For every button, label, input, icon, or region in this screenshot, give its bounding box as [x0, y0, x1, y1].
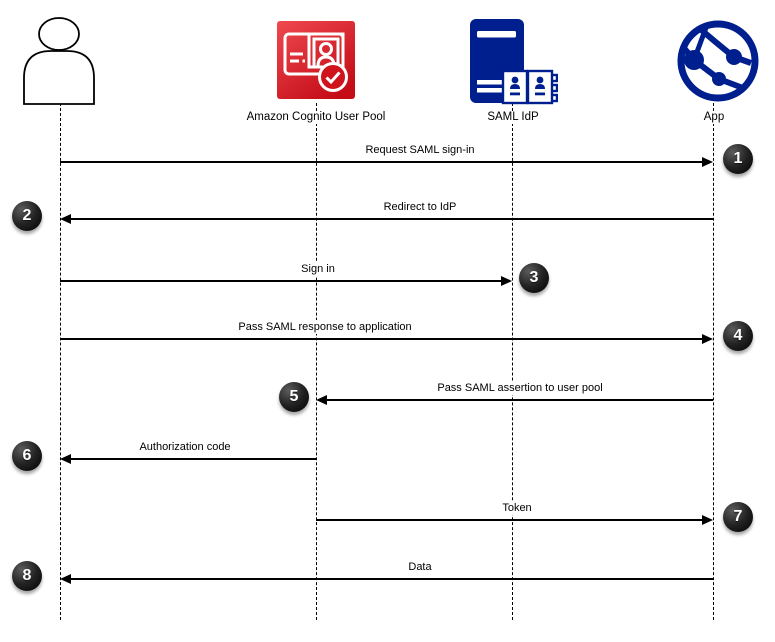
- arrowhead-4: [702, 334, 713, 344]
- lifeline-idp: [512, 103, 513, 620]
- message-line-6: [68, 458, 316, 460]
- lifeline-cognito: [316, 103, 317, 620]
- message-label-4: Pass SAML response to application: [235, 320, 415, 334]
- message-label-5: Pass SAML assertion to user pool: [434, 381, 606, 395]
- arrowhead-5: [316, 395, 327, 405]
- message-label-2: Redirect to IdP: [380, 200, 460, 214]
- actor-label-app: App: [701, 111, 727, 124]
- actor-cognito: [277, 21, 355, 104]
- message-line-4: [60, 338, 705, 340]
- message-line-5: [324, 399, 713, 401]
- message-line-8: [68, 578, 713, 580]
- actor-label-idp: SAML IdP: [485, 111, 541, 124]
- arrowhead-7: [702, 515, 713, 525]
- step-badge-1: 1: [723, 144, 753, 174]
- arrowhead-6: [60, 454, 71, 464]
- arrowhead-3: [501, 276, 512, 286]
- arrowhead-8: [60, 574, 71, 584]
- step-badge-8: 8: [12, 561, 42, 591]
- message-line-7: [316, 519, 705, 521]
- globe-app-icon: [677, 20, 759, 102]
- actor-idp: [468, 19, 559, 110]
- arrowhead-1: [702, 157, 713, 167]
- step-badge-3: 3: [519, 263, 549, 293]
- message-line-3: [60, 280, 504, 282]
- saml-idp-icon: [470, 19, 559, 105]
- message-label-8: Data: [405, 560, 435, 574]
- message-label-3: Sign in: [298, 262, 338, 276]
- actor-label-cognito: Amazon Cognito User Pool: [244, 111, 388, 124]
- lifeline-user: [60, 103, 61, 620]
- message-label-1: Request SAML sign-in: [362, 143, 478, 157]
- person-icon: [23, 17, 95, 105]
- message-line-2: [68, 218, 713, 220]
- arrowhead-2: [60, 214, 71, 224]
- step-badge-6: 6: [12, 441, 42, 471]
- lifeline-app: [713, 103, 714, 620]
- step-badge-4: 4: [723, 321, 753, 351]
- step-badge-2: 2: [12, 201, 42, 231]
- message-label-7: Token: [499, 501, 535, 515]
- message-line-1: [60, 161, 705, 163]
- actor-app: [674, 17, 762, 110]
- actor-user: [21, 16, 95, 111]
- amazon-cognito-user-pool-icon: [277, 21, 355, 99]
- step-badge-5: 5: [279, 382, 309, 412]
- step-badge-7: 7: [723, 502, 753, 532]
- message-label-6: Authorization code: [136, 440, 234, 454]
